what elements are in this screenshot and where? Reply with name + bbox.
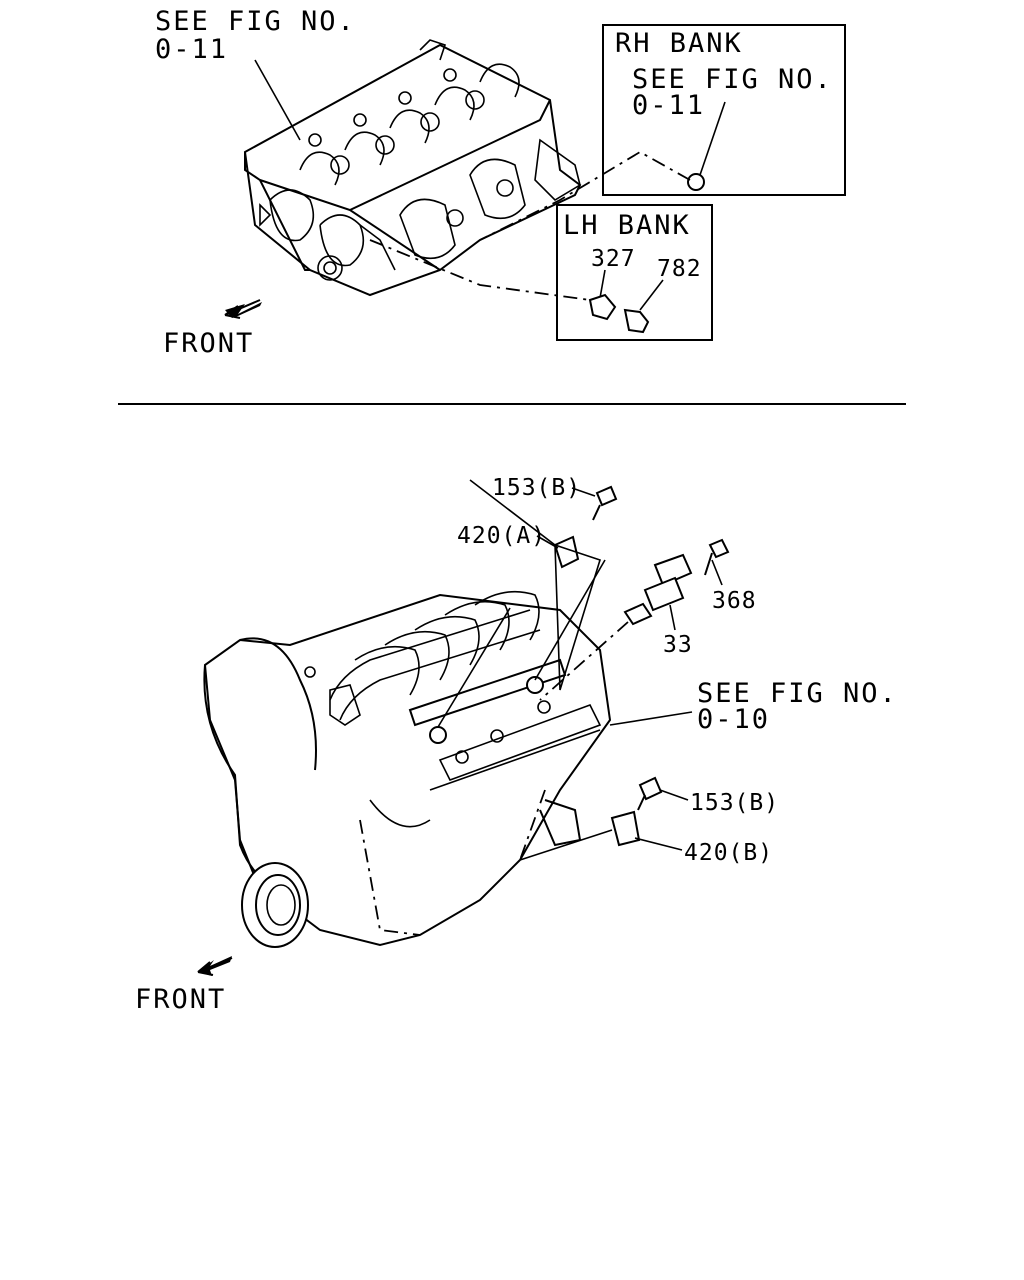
rh-bank-box: RH BANK SEE FIG NO. 0-11 [479, 24, 846, 241]
leader-153b-top [571, 487, 596, 497]
part-label-327: 327 [591, 246, 636, 272]
see-fig-0-10-number: 0-10 [697, 704, 770, 735]
front-label-top: FRONT [163, 328, 254, 359]
bolt-mount-left [429, 726, 447, 744]
leader-see-fig-0-10 [609, 711, 693, 726]
leader-420b [634, 837, 683, 851]
front-indicator-bottom: FRONT [135, 956, 233, 1015]
rh-bank-see-fig-text: SEE FIG NO. [632, 64, 833, 95]
part-label-153b-top: 153(B) [492, 475, 581, 501]
engine-assembly-drawing [203, 590, 612, 948]
leader-368 [711, 559, 723, 586]
top-figure: SEE FIG NO. 0-11 RH BANK SEE FIG NO. 0-1… [155, 6, 846, 359]
leader-33 [669, 604, 676, 631]
leader-420a [536, 535, 559, 549]
front-arrow-icon-bottom [198, 956, 232, 976]
front-label-bottom: FRONT [135, 984, 226, 1015]
part-label-368: 368 [712, 588, 757, 614]
ignition-coil-group [539, 538, 730, 701]
leader-see-fig-head [254, 59, 301, 141]
bolt-mount-right [526, 676, 544, 694]
lh-bank-title: LH BANK [563, 210, 691, 241]
part-label-420a: 420(A) [457, 523, 546, 549]
see-fig-ref-number: 0-11 [155, 34, 228, 65]
rh-bank-see-fig-number: 0-11 [632, 90, 705, 121]
front-indicator-top: FRONT [163, 299, 262, 359]
leader-153b-bottom [659, 789, 689, 801]
bottom-figure: 153(B) 420(A) 368 33 SEE FIG NO. 0-10 15… [135, 475, 898, 1015]
cylinder-head-drawing [243, 39, 582, 297]
see-fig-ref-text: SEE FIG NO. [155, 6, 356, 37]
lh-bank-box: LH BANK 327 782 [369, 204, 713, 341]
see-fig-0-10-text: SEE FIG NO. [697, 678, 898, 709]
bracket-420b-group [519, 776, 663, 861]
rh-bank-title: RH BANK [615, 28, 743, 59]
part-label-33: 33 [663, 632, 693, 658]
part-label-782: 782 [657, 256, 702, 282]
front-arrow-icon [225, 302, 262, 318]
part-label-420b: 420(B) [684, 840, 773, 866]
bracket-420a-group [437, 479, 618, 728]
part-label-153b-bottom: 153(B) [690, 790, 779, 816]
